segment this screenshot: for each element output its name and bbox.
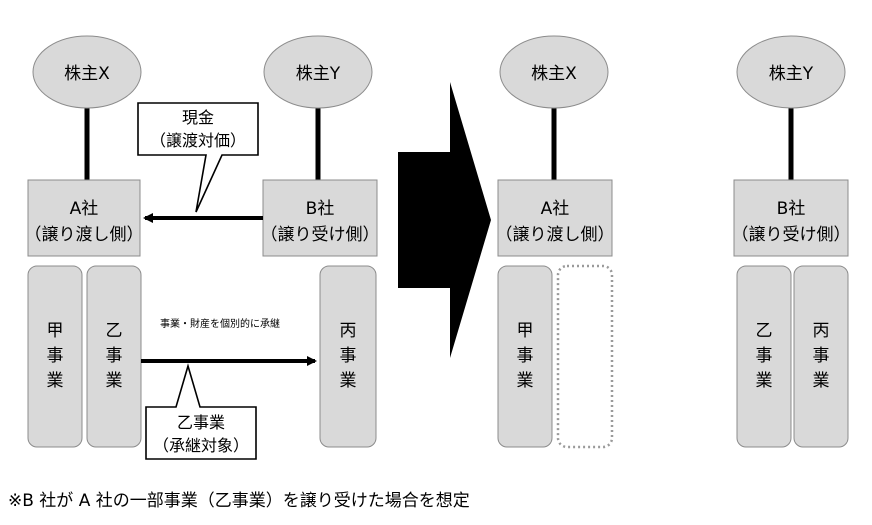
after-business-hei-char3: 業: [813, 371, 830, 391]
after-business-ko-char1: 甲: [517, 321, 534, 341]
target-callout: [145, 363, 257, 460]
vacated-business-slot: [556, 264, 614, 449]
after-shareholder-y-label: 株主Y: [769, 64, 814, 84]
business-otsu-char2: 事: [106, 346, 123, 366]
company-a-box: [27, 179, 141, 257]
after-company-a-name: A社: [541, 199, 570, 219]
after-business-otsu-char3: 業: [756, 371, 773, 391]
footnote: ※B 社が A 社の一部事業（乙事業）を譲り受けた場合を想定: [8, 491, 470, 511]
target-callout-title: 乙事業: [177, 413, 225, 432]
cash-callout-title: 現金: [182, 108, 214, 127]
business-hei-box: [319, 265, 377, 448]
business-otsu-char3: 業: [106, 371, 123, 391]
cash-callout: [137, 102, 259, 213]
business-ko-box: [27, 265, 83, 448]
business-ko-char1: 甲: [47, 321, 64, 341]
business-hei-char2: 事: [340, 346, 357, 366]
after-company-b-box: [733, 179, 849, 257]
after-business-otsu-char1: 乙: [756, 321, 773, 341]
after-business-ko-box: [497, 265, 553, 448]
after-business-otsu-char2: 事: [756, 346, 773, 366]
company-a-name: A社: [70, 199, 99, 219]
business-hei-char3: 業: [340, 371, 357, 391]
after-business-hei-box: [793, 265, 849, 448]
after-shareholder-x-label: 株主X: [531, 64, 577, 84]
after-business-otsu-box: [736, 265, 792, 448]
after-business-ko-char3: 業: [517, 371, 534, 391]
after-business-ko-char2: 事: [517, 346, 534, 366]
company-b-role: （譲り受け側）: [261, 225, 380, 245]
shareholder-x-node: [32, 35, 142, 109]
after-company-a-role: （譲り渡し側）: [496, 225, 615, 245]
business-ko-char2: 事: [47, 346, 64, 366]
cash-callout-sub: （譲渡対価）: [150, 131, 246, 150]
after-company-b-role: （譲り受け側）: [732, 225, 851, 245]
business-hei-char1: 丙: [340, 321, 357, 341]
transition-arrow: [398, 82, 491, 358]
business-ko-char3: 業: [47, 371, 64, 391]
after-business-hei-char2: 事: [813, 346, 830, 366]
target-callout-sub: （承継対象）: [153, 436, 249, 455]
company-b-box: [262, 179, 378, 257]
after-company-b-name: B社: [777, 199, 806, 219]
shareholder-y-label: 株主Y: [296, 64, 341, 84]
business-otsu-box: [86, 265, 142, 448]
transfer-label: 事業・財産を個別的に承継: [160, 317, 280, 330]
company-b-name: B社: [306, 199, 335, 219]
after-shareholder-x-node: [499, 35, 609, 109]
after-shareholder-y-node: [736, 35, 846, 109]
business-otsu-char1: 乙: [106, 321, 123, 341]
after-business-hei-char1: 丙: [813, 321, 830, 341]
after-company-a-box: [497, 179, 613, 257]
shareholder-x-label: 株主X: [64, 64, 110, 84]
company-a-role: （譲り渡し側）: [25, 225, 144, 245]
shareholder-y-node: [263, 35, 373, 109]
